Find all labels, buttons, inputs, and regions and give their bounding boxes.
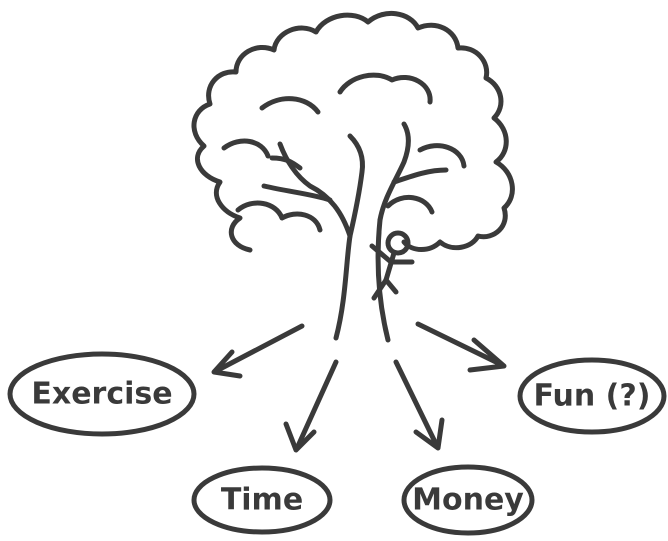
node-fun-label: Fun (?): [534, 379, 651, 414]
node-money: Money: [401, 464, 535, 536]
node-money-label: Money: [412, 483, 524, 518]
node-exercise: Exercise: [7, 351, 197, 437]
arrow-to-money-icon: [393, 359, 445, 451]
climbing-stick-figure-icon: [369, 230, 415, 301]
node-exercise-label: Exercise: [31, 377, 172, 412]
tree-trunk-icon: [261, 121, 449, 343]
node-time-label: Time: [221, 483, 303, 518]
node-time: Time: [191, 465, 333, 535]
node-fun: Fun (?): [517, 357, 667, 435]
tree-canopy-icon: [191, 10, 515, 253]
arrow-to-exercise-icon: [211, 323, 305, 379]
arrow-to-time-icon: [283, 359, 339, 453]
arrow-to-fun-icon: [415, 321, 507, 373]
